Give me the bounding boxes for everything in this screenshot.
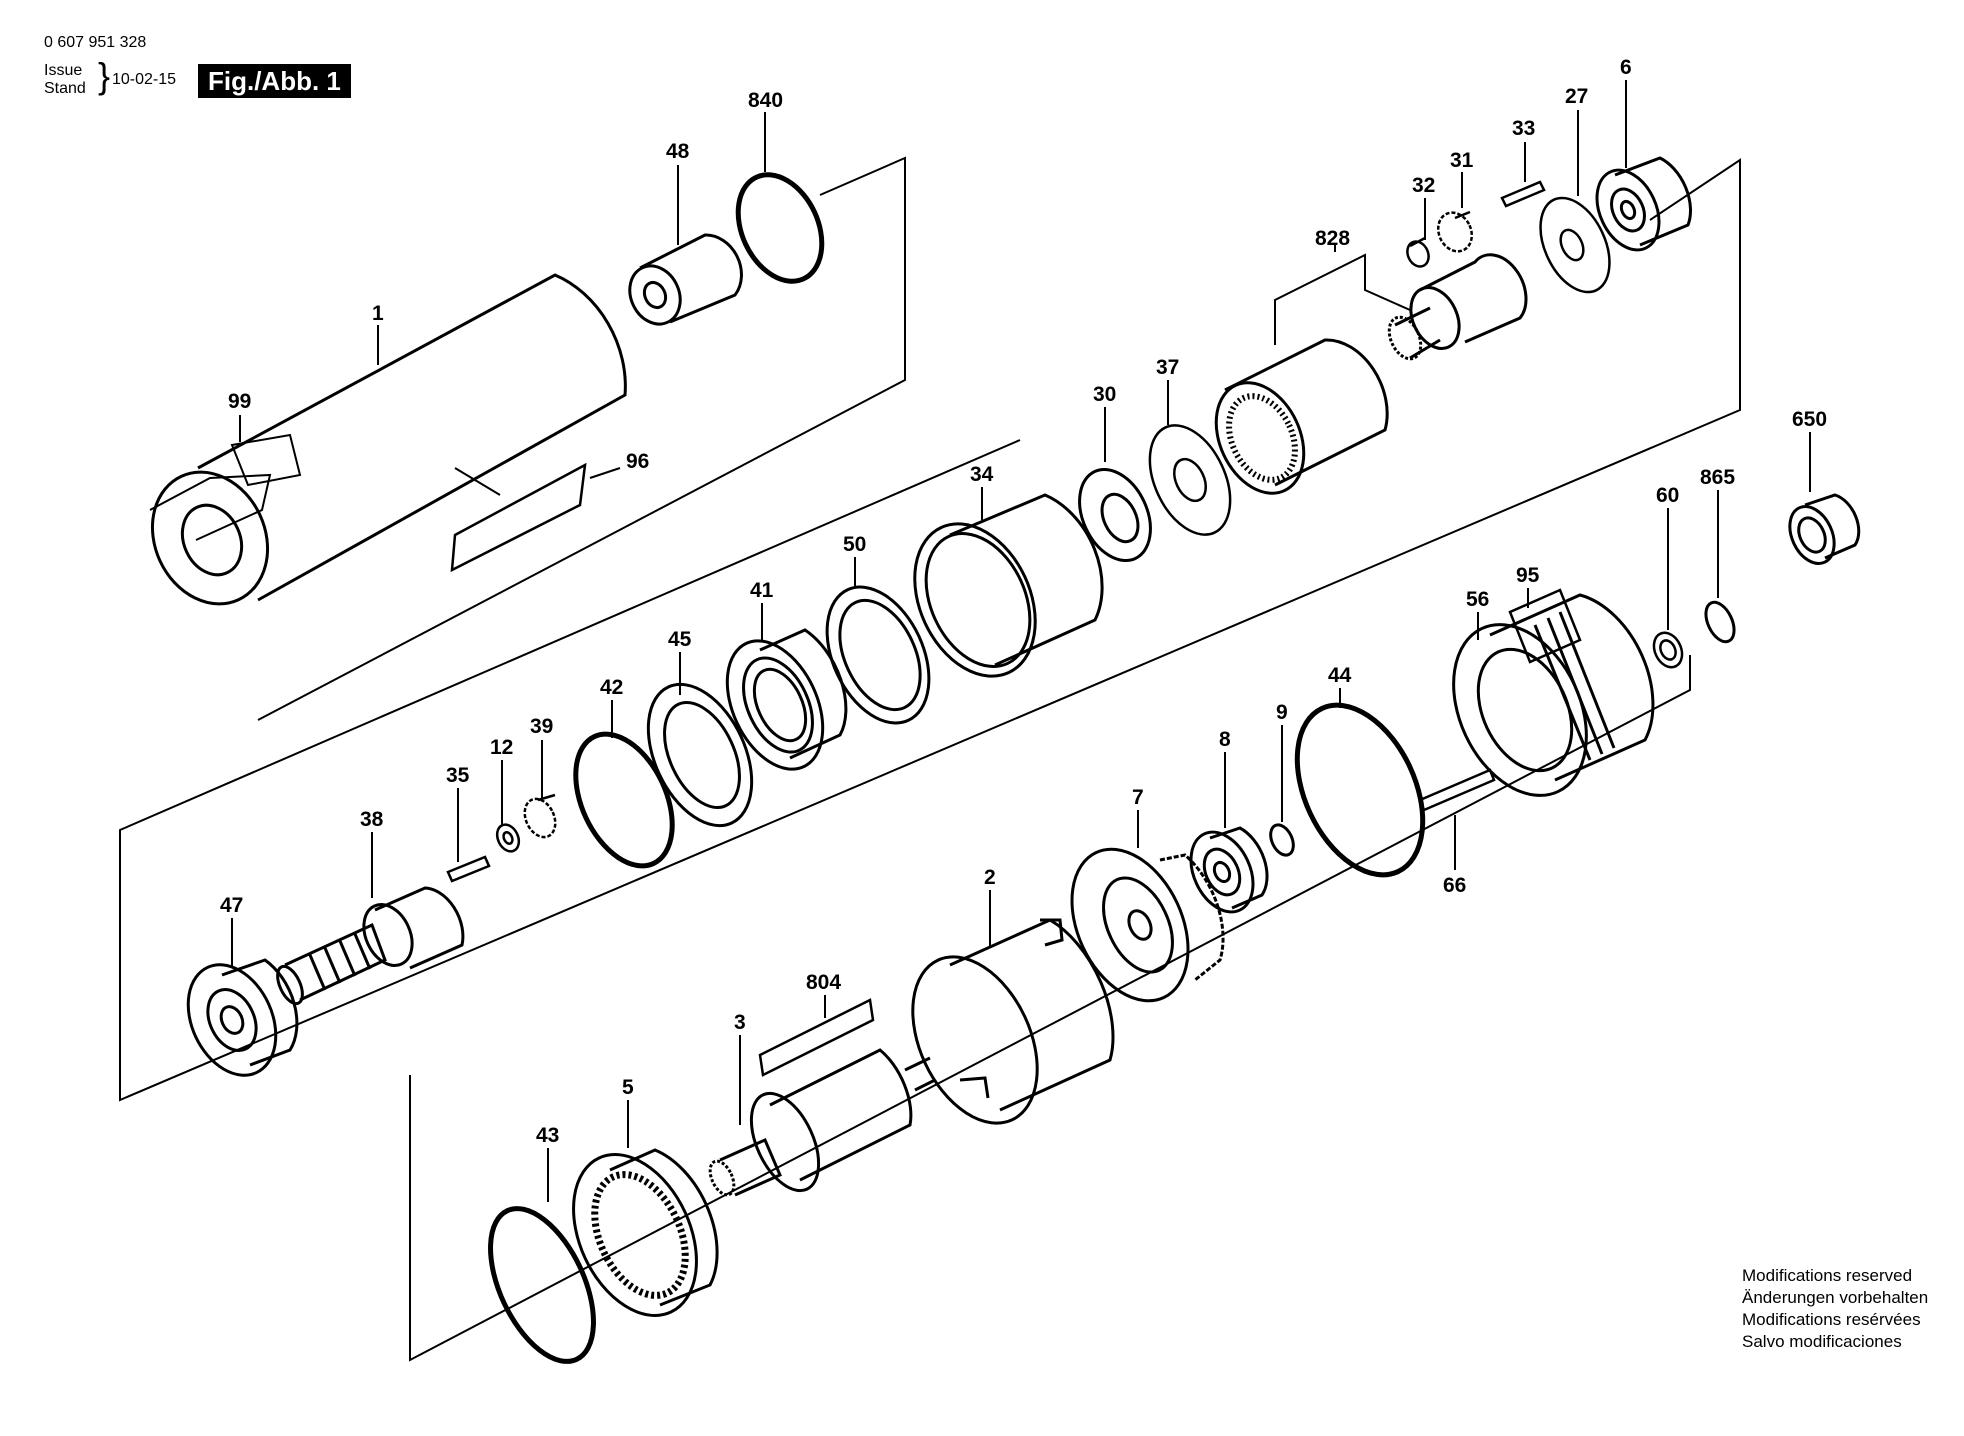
callout-34: 34	[970, 463, 994, 486]
callout-5: 5	[622, 1076, 634, 1099]
document-number: 0 607 951 328	[44, 34, 147, 51]
part-bearing-41	[725, 628, 848, 771]
panel-middle	[119, 158, 1741, 1102]
part-spindle-38	[276, 886, 465, 1006]
callout-44: 44	[1328, 664, 1352, 687]
part-spacer-32	[1406, 236, 1430, 268]
issue-date: 10-02-15	[112, 71, 177, 88]
callout-42: 42	[600, 676, 623, 699]
part-label-strip	[230, 433, 302, 487]
part-bearing-47	[186, 958, 299, 1077]
part-washer-27	[1539, 196, 1611, 294]
callout-27: 27	[1565, 85, 1588, 108]
stand-label: Stand	[44, 80, 86, 97]
callout-30: 30	[1093, 383, 1116, 406]
callout-3: 3	[734, 1011, 746, 1034]
part-gear-39	[523, 793, 557, 839]
callout-56: 56	[1466, 588, 1489, 611]
part-cylinder-2	[911, 918, 1115, 1125]
part-oring-840	[735, 172, 825, 284]
callout-96: 96	[626, 450, 649, 473]
part-housing	[149, 273, 627, 606]
callout-33: 33	[1512, 117, 1535, 140]
callout-35: 35	[446, 764, 470, 787]
callout-41: 41	[750, 579, 774, 602]
part-pin-35	[446, 855, 491, 883]
part-plug-650	[1788, 493, 1861, 565]
callout-840: 840	[748, 89, 783, 112]
issue-label: Issue	[44, 62, 83, 79]
part-sleeve	[628, 233, 743, 326]
part-gear-31	[1436, 210, 1474, 253]
callout-31: 31	[1450, 149, 1474, 172]
part-oring-43	[488, 1206, 596, 1364]
part-pin-33	[1500, 180, 1546, 208]
callout-804: 804	[806, 971, 841, 994]
callout-1: 1	[372, 302, 384, 325]
part-label-plate	[450, 462, 587, 573]
callout-39: 39	[530, 715, 553, 738]
callout-48: 48	[666, 140, 690, 163]
part-sleeve-34	[913, 493, 1104, 678]
part-washer-12	[495, 823, 521, 853]
panel-top	[257, 156, 906, 721]
callout-32: 32	[1412, 174, 1435, 197]
callouts: 1 99 96 48 840 828 32 31 33 27 6 37 30 3…	[220, 56, 1827, 1147]
part-oring-42	[573, 731, 675, 869]
callout-12: 12	[490, 736, 513, 759]
brace-glyph: }	[98, 55, 111, 96]
part-ring-45	[646, 682, 754, 828]
part-oring-44	[1294, 702, 1426, 878]
figure-label: Fig./Abb. 1	[198, 64, 351, 98]
callout-7: 7	[1132, 786, 1144, 809]
callout-99: 99	[228, 390, 251, 413]
callout-43: 43	[536, 1124, 559, 1147]
part-oring-865	[1704, 600, 1736, 644]
part-rotor-828	[1387, 253, 1528, 361]
callout-47: 47	[220, 894, 243, 917]
part-endplate-7	[1070, 847, 1225, 1003]
part-pin-66	[1418, 768, 1496, 812]
part-ring-9	[1269, 823, 1295, 857]
part-endcap-56	[1452, 593, 1655, 797]
callout-50: 50	[843, 533, 866, 556]
footer-line-es: Salvo modificaciones	[1742, 1332, 1902, 1351]
part-rotor-3	[708, 1048, 936, 1197]
callout-8: 8	[1219, 728, 1231, 751]
part-bearing-6	[1595, 156, 1692, 252]
part-bracket-828	[1274, 253, 1411, 345]
leader-lines	[231, 80, 1811, 1202]
footer-line-en: Modifications reserved	[1742, 1266, 1913, 1285]
footer-line-fr: Modifications resérvées	[1742, 1310, 1921, 1329]
callout-9: 9	[1276, 701, 1288, 724]
callout-60: 60	[1656, 484, 1679, 507]
part-label-95	[1508, 588, 1582, 664]
callout-828: 828	[1315, 227, 1350, 250]
panel-bottom	[409, 655, 1691, 1362]
footer-line-de: Änderungen vorbehalten	[1742, 1288, 1929, 1307]
issue-stand-label: Issue Stand	[44, 62, 86, 98]
callout-66: 66	[1443, 874, 1466, 897]
part-plug-60	[1652, 631, 1684, 669]
part-ring-30	[1078, 467, 1152, 563]
callout-650: 650	[1792, 408, 1827, 431]
callout-95: 95	[1516, 564, 1540, 587]
callout-38: 38	[360, 808, 384, 831]
part-ringgear-5	[572, 1148, 719, 1317]
callout-2: 2	[984, 866, 996, 889]
part-bearing-8	[1189, 826, 1269, 914]
modifications-notice: Modifications reserved Änderungen vorbeh…	[1742, 1265, 1928, 1353]
callout-865: 865	[1700, 466, 1735, 489]
callout-6: 6	[1620, 56, 1632, 79]
callout-45: 45	[668, 628, 692, 651]
part-vane-804	[758, 998, 875, 1077]
callout-37: 37	[1156, 356, 1179, 379]
part-washer-37	[1148, 424, 1232, 536]
